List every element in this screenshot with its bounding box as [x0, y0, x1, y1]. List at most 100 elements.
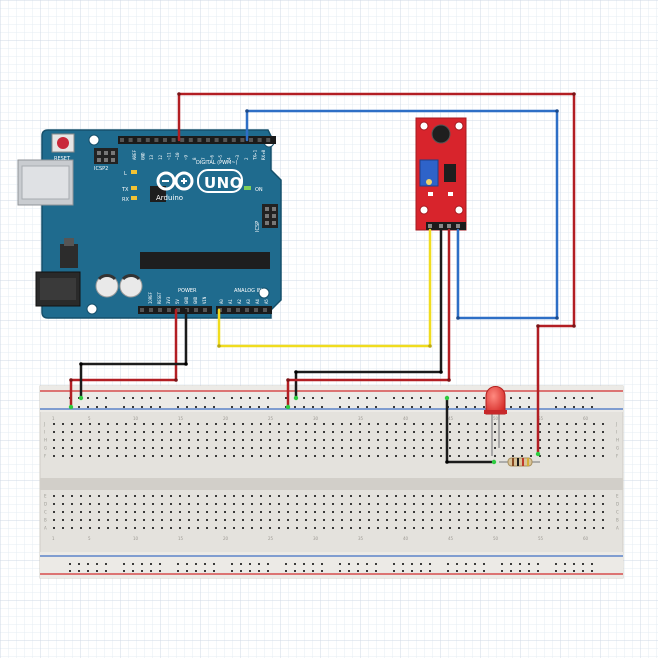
breadboard-hole[interactable]	[350, 431, 352, 433]
breadboard-hole[interactable]	[575, 447, 577, 449]
breadboard-hole[interactable]	[548, 495, 550, 497]
header-pin[interactable]	[254, 308, 258, 312]
breadboard-hole[interactable]	[494, 423, 496, 425]
breadboard-hole[interactable]	[584, 527, 586, 529]
breadboard-hole[interactable]	[503, 423, 505, 425]
breadboard-hole[interactable]	[197, 519, 199, 521]
breadboard-hole[interactable]	[350, 423, 352, 425]
rail-hole[interactable]	[213, 397, 215, 399]
breadboard-hole[interactable]	[458, 455, 460, 457]
breadboard-hole[interactable]	[197, 431, 199, 433]
rail-hole[interactable]	[591, 397, 593, 399]
breadboard-hole[interactable]	[449, 455, 451, 457]
breadboard-hole[interactable]	[134, 503, 136, 505]
breadboard-hole[interactable]	[314, 495, 316, 497]
rail-hole[interactable]	[303, 397, 305, 399]
breadboard-hole[interactable]	[467, 455, 469, 457]
breadboard-hole[interactable]	[449, 503, 451, 505]
rail-hole[interactable]	[519, 406, 521, 408]
rail-hole[interactable]	[348, 563, 350, 565]
breadboard-hole[interactable]	[269, 431, 271, 433]
breadboard-hole[interactable]	[143, 511, 145, 513]
breadboard-hole[interactable]	[575, 495, 577, 497]
breadboard-hole[interactable]	[161, 431, 163, 433]
rail-hole[interactable]	[159, 563, 161, 565]
breadboard-hole[interactable]	[170, 519, 172, 521]
breadboard-hole[interactable]	[440, 439, 442, 441]
rail-hole[interactable]	[564, 570, 566, 572]
breadboard-hole[interactable]	[98, 439, 100, 441]
breadboard-hole[interactable]	[134, 455, 136, 457]
breadboard-hole[interactable]	[359, 439, 361, 441]
breadboard-hole[interactable]	[197, 455, 199, 457]
rail-hole[interactable]	[132, 397, 134, 399]
breadboard-hole[interactable]	[584, 431, 586, 433]
header-pin[interactable]	[245, 308, 249, 312]
breadboard-hole[interactable]	[152, 447, 154, 449]
breadboard-hole[interactable]	[575, 511, 577, 513]
breadboard-hole[interactable]	[260, 511, 262, 513]
breadboard-hole[interactable]	[269, 503, 271, 505]
breadboard-hole[interactable]	[521, 511, 523, 513]
breadboard-hole[interactable]	[359, 423, 361, 425]
breadboard-hole[interactable]	[368, 447, 370, 449]
rail-hole[interactable]	[312, 397, 314, 399]
breadboard-hole[interactable]	[350, 503, 352, 505]
breadboard-hole[interactable]	[512, 503, 514, 505]
breadboard-hole[interactable]	[449, 423, 451, 425]
breadboard-hole[interactable]	[440, 495, 442, 497]
breadboard-hole[interactable]	[368, 527, 370, 529]
breadboard-hole[interactable]	[53, 527, 55, 529]
rail-hole[interactable]	[231, 397, 233, 399]
breadboard-hole[interactable]	[386, 495, 388, 497]
rail-hole[interactable]	[105, 570, 107, 572]
rail-hole[interactable]	[69, 570, 71, 572]
breadboard-hole[interactable]	[125, 511, 127, 513]
breadboard-hole[interactable]	[107, 439, 109, 441]
breadboard-hole[interactable]	[206, 503, 208, 505]
breadboard-hole[interactable]	[521, 423, 523, 425]
breadboard-hole[interactable]	[71, 431, 73, 433]
breadboard-hole[interactable]	[134, 447, 136, 449]
breadboard-hole[interactable]	[107, 527, 109, 529]
breadboard-hole[interactable]	[404, 423, 406, 425]
breadboard-hole[interactable]	[386, 511, 388, 513]
breadboard-hole[interactable]	[188, 511, 190, 513]
breadboard-hole[interactable]	[557, 447, 559, 449]
breadboard-hole[interactable]	[161, 447, 163, 449]
rail-hole[interactable]	[303, 406, 305, 408]
rail-hole[interactable]	[501, 563, 503, 565]
breadboard-hole[interactable]	[404, 431, 406, 433]
breadboard-hole[interactable]	[296, 519, 298, 521]
breadboard-hole[interactable]	[170, 431, 172, 433]
header-pin[interactable]	[128, 138, 133, 142]
rail-hole[interactable]	[339, 570, 341, 572]
breadboard-hole[interactable]	[116, 423, 118, 425]
breadboard-hole[interactable]	[467, 519, 469, 521]
breadboard-hole[interactable]	[422, 503, 424, 505]
breadboard-hole[interactable]	[548, 431, 550, 433]
breadboard-hole[interactable]	[125, 423, 127, 425]
breadboard-hole[interactable]	[89, 519, 91, 521]
breadboard-hole[interactable]	[278, 455, 280, 457]
breadboard-hole[interactable]	[53, 503, 55, 505]
breadboard-hole[interactable]	[440, 423, 442, 425]
breadboard-hole[interactable]	[107, 519, 109, 521]
breadboard-hole[interactable]	[512, 423, 514, 425]
rail-hole[interactable]	[294, 570, 296, 572]
breadboard-hole[interactable]	[332, 423, 334, 425]
rail-hole[interactable]	[411, 397, 413, 399]
breadboard-hole[interactable]	[251, 423, 253, 425]
breadboard-hole[interactable]	[107, 503, 109, 505]
rail-hole[interactable]	[357, 406, 359, 408]
breadboard-hole[interactable]	[503, 455, 505, 457]
breadboard-hole[interactable]	[305, 511, 307, 513]
breadboard-hole[interactable]	[71, 423, 73, 425]
sensor-pin[interactable]	[428, 224, 432, 228]
breadboard-hole[interactable]	[71, 519, 73, 521]
rail-hole[interactable]	[132, 406, 134, 408]
breadboard-hole[interactable]	[557, 431, 559, 433]
breadboard-hole[interactable]	[80, 511, 82, 513]
breadboard-hole[interactable]	[62, 511, 64, 513]
rail-hole[interactable]	[393, 563, 395, 565]
